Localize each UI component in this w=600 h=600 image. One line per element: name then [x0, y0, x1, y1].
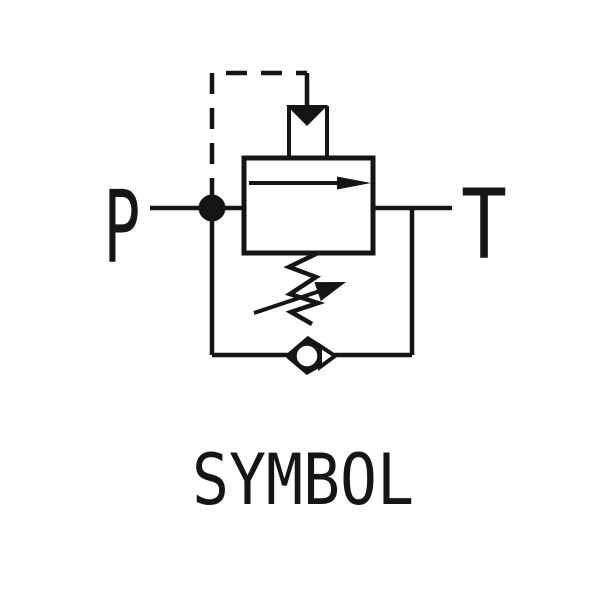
- pilot-line-dashed: [209, 70, 310, 199]
- adjustable-spring: [283, 250, 326, 326]
- junction-dot: [198, 194, 226, 222]
- pilot-actuator-triangle-icon: [286, 105, 328, 126]
- port-label-t: T: [461, 169, 507, 281]
- check-valve-ball: [292, 341, 322, 371]
- spring-adjustment-arrow-icon: [253, 282, 346, 315]
- flow-arrow-icon: [249, 176, 371, 190]
- check-valve-seat: [318, 342, 339, 371]
- pilot-actuator: [286, 105, 329, 158]
- caption: SYMBOL: [192, 439, 414, 521]
- relief-valve-body: [241, 155, 376, 256]
- port-label-p: P: [104, 169, 141, 286]
- check-valve-icon: [286, 335, 339, 376]
